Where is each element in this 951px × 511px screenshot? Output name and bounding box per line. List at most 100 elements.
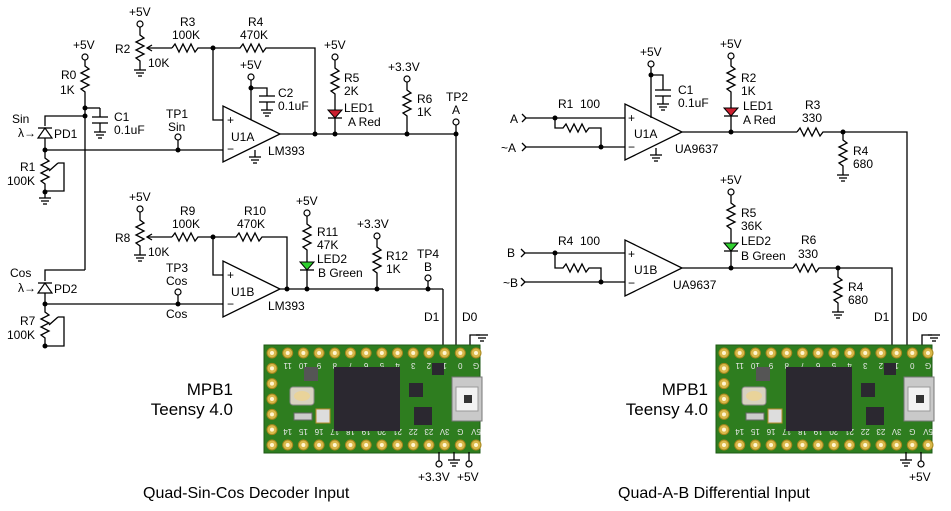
input-nb-label: ~B (503, 276, 518, 290)
pin-label: 14 (283, 427, 292, 436)
pin-label: 20 (377, 427, 386, 436)
pin-label: 2 (426, 361, 431, 370)
supply-label: +5V (640, 45, 662, 59)
pin-label: 9 (316, 361, 321, 370)
r4-resistor: R4 470K (213, 15, 316, 134)
r9-value: 100K (172, 217, 200, 231)
r5-value: 2K (344, 84, 359, 98)
ground-icon (475, 334, 489, 342)
right-r5-led2: +5V R5 36K LED2 B Green (720, 173, 786, 268)
r5-led1: +5V R5 2K LED1 A Red (324, 38, 381, 134)
pin-label: 18 (345, 427, 354, 436)
ground-icon (899, 459, 913, 467)
r6-resistor: +3.3V R6 1K (388, 60, 433, 134)
pin-label: 3V (891, 427, 901, 436)
r3-value: 330 (802, 111, 822, 125)
input-a: A ~A R1 100 (501, 97, 626, 155)
r7-potentiometer: R7 100K (7, 304, 65, 349)
led2-ref: LED2 (741, 234, 771, 248)
supply-label: +5V (296, 194, 318, 208)
button-cap (294, 391, 310, 401)
module-ref: MPB1 (187, 380, 233, 399)
ground-icon (927, 334, 941, 342)
u1b-part: UA9637 (673, 278, 717, 292)
ground-icon (831, 311, 845, 319)
led2-label: B Green (741, 249, 786, 263)
plus-sign: + (227, 113, 234, 127)
button-cap (746, 391, 762, 401)
pin-label: 10 (750, 361, 759, 370)
r3-ref: R3 (805, 98, 821, 112)
r9-ref: R9 (180, 204, 196, 218)
r11-ref: R11 (317, 225, 338, 239)
r3-ref: R3 (180, 15, 196, 29)
r5-ref: R5 (344, 71, 360, 85)
led1-ref: LED1 (743, 99, 773, 113)
left-title: Quad-Sin-Cos Decoder Input (143, 485, 350, 502)
pin-label: 4 (395, 361, 400, 370)
tp1-testpoint: TP1 Sin (166, 107, 188, 150)
r6-ref: R6 (417, 92, 433, 106)
pin-label: 5V (922, 427, 932, 436)
led1-icon (326, 109, 344, 119)
pin-label: 21 (845, 427, 854, 436)
right-circuit: A ~A R1 100 + − U1A UA9637 +5V (501, 37, 941, 502)
tp2-label: A (452, 103, 460, 117)
ground-icon (649, 154, 663, 162)
d1-label: D1 (874, 310, 890, 324)
r10-resistor: R10 470K (213, 204, 288, 289)
ground-icon (248, 156, 262, 164)
crystal (315, 408, 331, 424)
supply-label: +5V (720, 37, 742, 51)
tp4-testpoint: TP4 B (417, 247, 439, 289)
pin-label: 5 (831, 361, 836, 370)
input-na-label: ~A (501, 141, 516, 155)
r10-value: 470K (237, 217, 265, 231)
component (884, 363, 896, 375)
u1a-comparator: + − U1A LM393 (222, 85, 305, 164)
c2-capacitor: +5V C2 0.1uF (240, 58, 309, 117)
led2-label: B Green (318, 266, 363, 280)
crystal (767, 408, 783, 424)
sin-label: Sin (12, 112, 29, 126)
pin-label: 22 (860, 427, 869, 436)
pin-label: 23 (876, 427, 885, 436)
c2-ref: C2 (278, 86, 294, 100)
d0-label: D0 (912, 310, 928, 324)
ground-icon (260, 109, 274, 117)
r1-value: 100K (7, 174, 35, 188)
pin-label: 17 (330, 427, 339, 436)
r0-resistor: +5V R0 1K (60, 38, 95, 108)
tp3-testpoint: TP3 Cos Cos (166, 261, 188, 321)
pin-label: 15 (298, 427, 307, 436)
right-r4-shunt-b: R4 680 (831, 268, 868, 319)
c1-value: 0.1uF (114, 123, 145, 137)
pin-label: 3 (410, 361, 415, 370)
r4-term-ref: R4 (558, 234, 574, 248)
ground-icon (836, 174, 850, 182)
input-b: B ~B R4 100 (503, 234, 626, 290)
component (293, 412, 313, 421)
r7-value: 100K (7, 328, 35, 342)
supply-label: +5V (720, 173, 742, 187)
ground-icon (447, 459, 461, 467)
r1-term-value: 100 (580, 97, 600, 111)
r6-ref: R6 (801, 233, 817, 247)
led1-label: A Red (743, 113, 776, 127)
r9-resistor: R9 100K (171, 204, 213, 243)
pin-label: 4 (847, 361, 852, 370)
r4-value: 470K (240, 28, 268, 42)
tp2-testpoint: TP2 A (446, 90, 468, 134)
r1-term-ref: R1 (558, 97, 574, 111)
cos-label: Cos (10, 266, 31, 280)
mcu-chip (334, 367, 400, 431)
tp1-ref: TP1 (166, 107, 188, 121)
r12-ref: R12 (386, 249, 408, 263)
pin-label: 0 (910, 361, 915, 370)
u1a-ref: U1A (634, 127, 657, 141)
r1-ref: R1 (20, 160, 36, 174)
supply-label: +5V (129, 190, 151, 204)
component (861, 383, 875, 397)
pin-label: 20 (829, 427, 838, 436)
